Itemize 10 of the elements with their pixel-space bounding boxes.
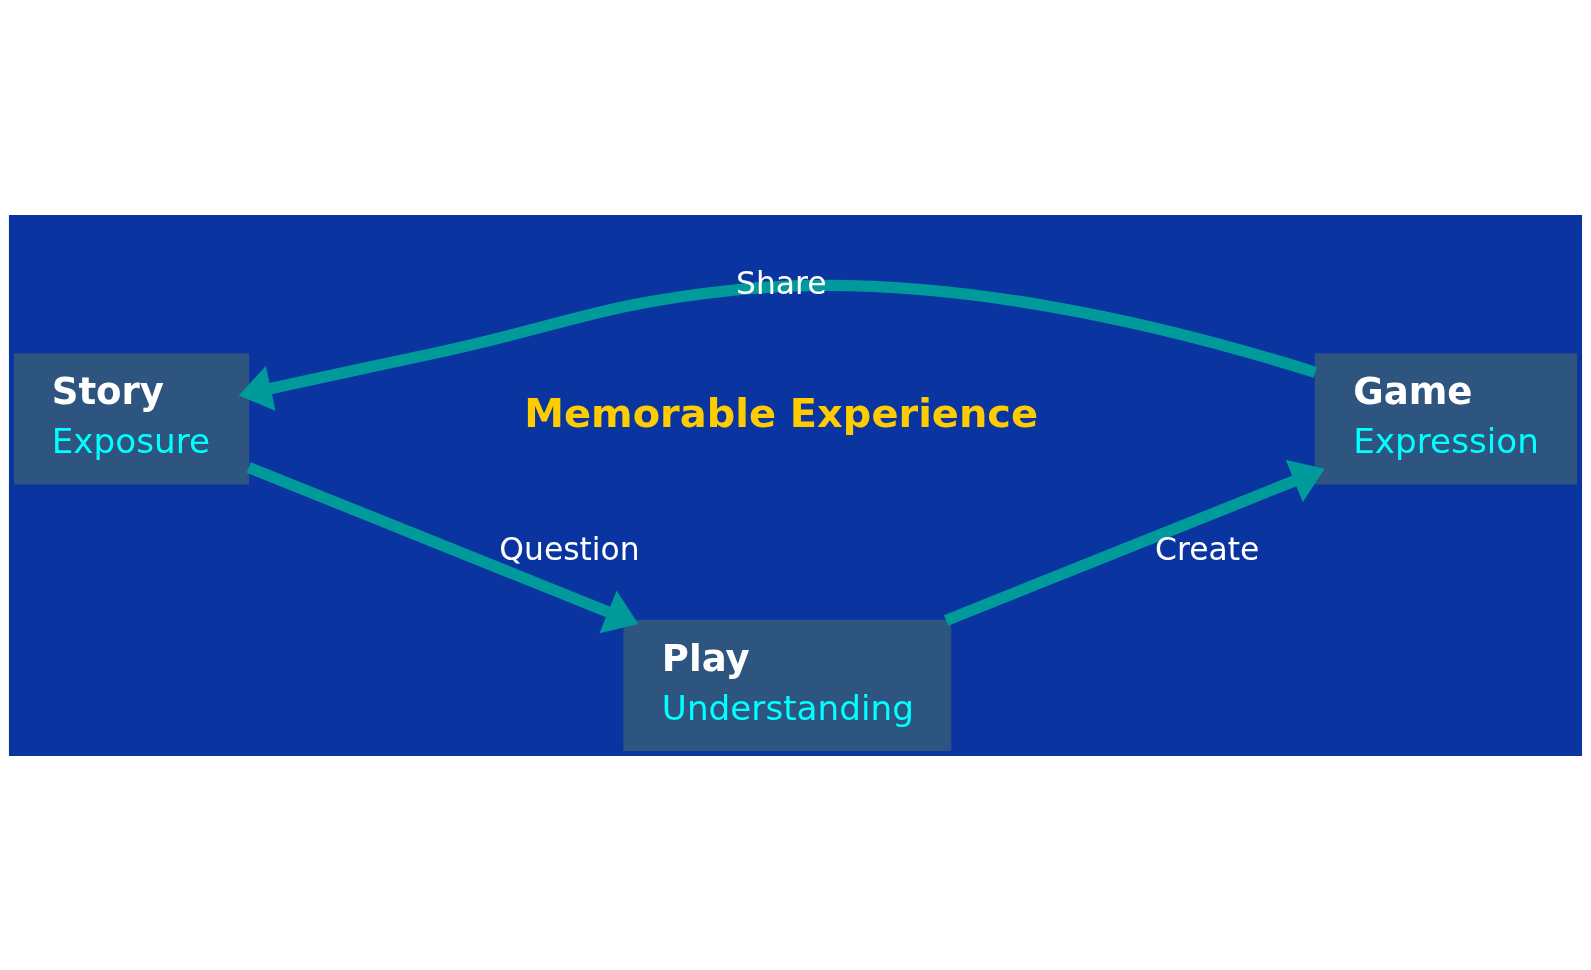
arrow <box>238 279 1317 411</box>
node-box: Play Understanding <box>623 619 952 751</box>
node-box: Story Exposure <box>13 352 250 484</box>
arrow <box>943 459 1325 626</box>
edge-label: Share <box>735 264 827 301</box>
node-box: Game Expression <box>1314 352 1578 484</box>
edge-label: Question <box>499 530 640 567</box>
node-text: Memorable Experience <box>524 389 1039 436</box>
arrow <box>246 461 639 633</box>
edge-label: Create <box>1155 530 1260 567</box>
